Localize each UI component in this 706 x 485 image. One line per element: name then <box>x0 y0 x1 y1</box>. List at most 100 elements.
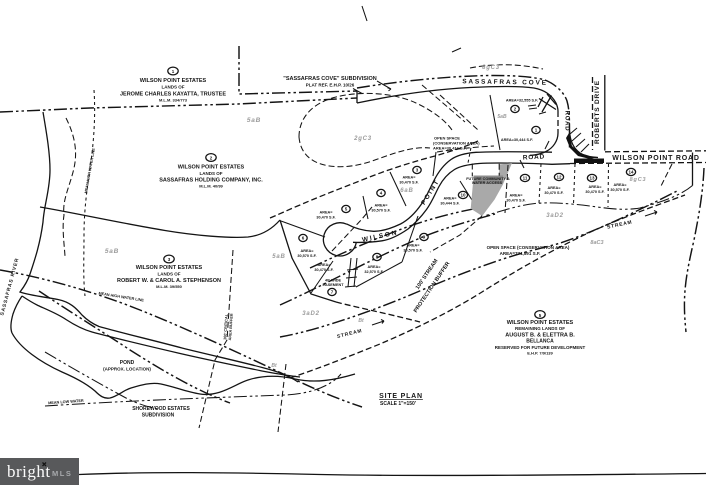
svg-text:30,470 S.F.: 30,470 S.F. <box>314 268 333 272</box>
svg-text:4: 4 <box>380 191 383 196</box>
svg-text:AREA=: AREA= <box>614 183 628 187</box>
svg-text:6: 6 <box>302 236 305 241</box>
svg-text:12: 12 <box>556 175 562 180</box>
svg-text:AREA=: AREA= <box>589 185 603 189</box>
svg-text:30,570 S.F.: 30,570 S.F. <box>371 209 390 213</box>
svg-text:AREA=: AREA= <box>368 265 382 269</box>
svg-text:BELLANCA: BELLANCA <box>526 339 554 345</box>
svg-text:AREA=32,555 S.F.: AREA=32,555 S.F. <box>506 99 538 103</box>
svg-text:30,570 S.F.: 30,570 S.F. <box>297 254 316 258</box>
svg-text:SASSAFRAS HOLDING COMPANY, INC: SASSAFRAS HOLDING COMPANY, INC. <box>159 178 263 184</box>
svg-text:WILSON POINT ESTATES: WILSON POINT ESTATES <box>136 265 203 271</box>
svg-text:5aB: 5aB <box>497 114 507 120</box>
svg-text:SUBDIVISION: SUBDIVISION <box>142 413 175 419</box>
svg-text:RESERVED FOR FUTURE DEVELOPMEN: RESERVED FOR FUTURE DEVELOPMENT <box>495 345 586 350</box>
svg-text:FUTURE COMMUNITY &: FUTURE COMMUNITY & <box>466 177 510 181</box>
svg-text:10: 10 <box>460 193 466 198</box>
svg-text:LANDS OF: LANDS OF <box>200 171 223 176</box>
svg-text:(CONSERVATION AREA): (CONSERVATION AREA) <box>433 141 480 146</box>
svg-text:2gC3: 2gC3 <box>353 136 372 142</box>
svg-text:AREA=: AREA= <box>375 204 389 208</box>
svg-text:AUGUST B. & ELETTRA B.: AUGUST B. & ELETTRA B. <box>505 333 575 339</box>
svg-text:AREA=: AREA= <box>320 211 334 215</box>
svg-text:AREA BUFFER: AREA BUFFER <box>228 313 234 341</box>
svg-text:3: 3 <box>416 168 419 173</box>
svg-text:ROAD: ROAD <box>564 111 570 132</box>
svg-text:100' CRITICAL: 100' CRITICAL <box>223 313 229 340</box>
svg-text:PLAT REF. E.H.P. 10/26: PLAT REF. E.H.P. 10/26 <box>306 83 355 88</box>
svg-text:WILSON POINT ESTATES: WILSON POINT ESTATES <box>178 165 245 171</box>
svg-text:3aD2: 3aD2 <box>302 311 320 317</box>
svg-text:MLS: MLS <box>52 469 72 478</box>
svg-text:AREA=: AREA= <box>407 244 421 248</box>
svg-text:WATER ACCESS: WATER ACCESS <box>472 181 503 185</box>
svg-text:7: 7 <box>331 290 334 295</box>
svg-text:8gC3: 8gC3 <box>630 177 647 183</box>
svg-text:30,470 S.F.: 30,470 S.F. <box>506 199 525 203</box>
svg-text:OPEN SPACE (CONSERVATION AREA): OPEN SPACE (CONSERVATION AREA) <box>487 245 570 250</box>
svg-text:5aB: 5aB <box>105 248 119 255</box>
svg-text:9: 9 <box>423 235 426 240</box>
svg-text:M.L.M. 40/99: M.L.M. 40/99 <box>199 184 223 189</box>
svg-text:bright: bright <box>7 462 51 481</box>
svg-text:AREA=: AREA= <box>403 176 417 180</box>
svg-text:30,470 S.F.: 30,470 S.F. <box>316 216 335 220</box>
svg-text:6aB: 6aB <box>400 188 413 194</box>
svg-text:WILSON POINT ROAD: WILSON POINT ROAD <box>612 155 700 162</box>
svg-text:30,570 S.F.: 30,570 S.F. <box>403 249 422 253</box>
svg-text:M.L.M. 39/550: M.L.M. 39/550 <box>156 284 183 289</box>
svg-text:Bt: Bt <box>358 318 364 324</box>
svg-text:E.H.P. 7/9/139: E.H.P. 7/9/139 <box>527 351 553 356</box>
svg-text:STREAM: STREAM <box>606 219 633 230</box>
svg-text:1: 1 <box>172 69 175 74</box>
svg-text:MEAN LOW WATER: MEAN LOW WATER <box>48 399 84 405</box>
svg-text:2: 2 <box>210 155 213 160</box>
svg-text:5aB: 5aB <box>247 117 261 124</box>
svg-text:MEAN HIGH WATER LINE: MEAN HIGH WATER LINE <box>98 291 144 302</box>
svg-text:SASSAFRAS COVE: SASSAFRAS COVE <box>462 78 548 86</box>
svg-text:11: 11 <box>523 176 528 181</box>
svg-text:OPEN SPACE: OPEN SPACE <box>434 136 460 141</box>
svg-text:SHOREWOOD ESTATES: SHOREWOOD ESTATES <box>132 406 190 412</box>
svg-text:30,444 S.F.: 30,444 S.F. <box>440 202 459 206</box>
svg-text:EASEMENT: EASEMENT <box>322 283 344 287</box>
svg-text:ROAD: ROAD <box>523 153 546 161</box>
svg-text:13: 13 <box>589 176 595 181</box>
svg-text:30,470 S.F.: 30,470 S.F. <box>585 190 604 194</box>
svg-text:AREA=: AREA= <box>510 194 524 198</box>
svg-text:M.L.M. 334/773: M.L.M. 334/773 <box>159 98 188 103</box>
svg-text:AREA=30,416 S.F.: AREA=30,416 S.F. <box>433 146 467 151</box>
svg-text:LANDS OF: LANDS OF <box>158 272 181 277</box>
svg-text:AREA=: AREA= <box>548 186 562 190</box>
svg-text:ROBERTS DRIVE: ROBERTS DRIVE <box>594 80 601 144</box>
svg-text:WILSON POINT ESTATES: WILSON POINT ESTATES <box>507 320 574 326</box>
svg-text:8gC3: 8gC3 <box>482 65 500 71</box>
svg-text:8aC3: 8aC3 <box>590 240 603 246</box>
svg-text:30,470 S.F.: 30,470 S.F. <box>544 191 563 195</box>
svg-text:32,570 S.F.: 32,570 S.F. <box>364 270 383 274</box>
svg-text:AREA=: AREA= <box>318 263 332 267</box>
svg-text:"SASSAFRAS COVE" SUBDIVISION: "SASSAFRAS COVE" SUBDIVISION <box>283 76 377 82</box>
svg-text:SCALE 1"=150': SCALE 1"=150' <box>380 401 416 407</box>
svg-text:AREA=: AREA= <box>301 249 315 253</box>
svg-text:WILSON POINT ESTATES: WILSON POINT ESTATES <box>140 78 207 84</box>
svg-text:JEROME CHARLES KAYATTA, TRUSTE: JEROME CHARLES KAYATTA, TRUSTEE <box>120 92 226 98</box>
svg-text:2: 2 <box>514 107 517 112</box>
svg-text:STREAM: STREAM <box>336 328 363 340</box>
svg-text:8: 8 <box>376 255 379 260</box>
svg-text:3aD2: 3aD2 <box>546 213 564 219</box>
svg-text:(APPROX. LOCATION): (APPROX. LOCATION) <box>103 367 151 372</box>
svg-text:ROBERT W. & CAROL A. STEPHENSO: ROBERT W. & CAROL A. STEPHENSON <box>117 278 221 284</box>
svg-text:AREA=: AREA= <box>444 197 458 201</box>
svg-text:MEAN HIGH WATER LINE: MEAN HIGH WATER LINE <box>84 147 96 193</box>
svg-text:5: 5 <box>539 313 542 318</box>
svg-text:3: 3 <box>168 257 171 262</box>
svg-text:5aB: 5aB <box>272 254 285 260</box>
svg-text:POND: POND <box>120 360 135 366</box>
svg-text:14: 14 <box>628 170 634 175</box>
svg-text:AREA=774,591 S.F.: AREA=774,591 S.F. <box>500 251 541 256</box>
svg-text:1: 1 <box>535 128 538 133</box>
svg-text:40' WIDE: 40' WIDE <box>325 279 342 283</box>
svg-text:LANDS OF: LANDS OF <box>162 85 185 90</box>
svg-text:REMAINING LANDS OF: REMAINING LANDS OF <box>515 326 565 331</box>
